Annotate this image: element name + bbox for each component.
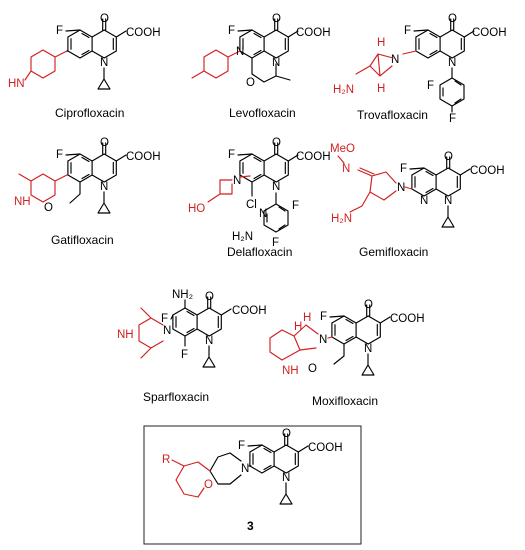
oxo-label: O <box>282 428 291 440</box>
cooh-label: COOH <box>126 151 161 163</box>
oxo-label: O <box>364 299 373 311</box>
n1-label: N <box>272 57 280 69</box>
ciprofloxacin-structure: O COOH F N HN Ciprofloxacin <box>8 13 161 120</box>
oxo-label: O <box>100 137 109 149</box>
methoxy-label: O <box>308 363 317 375</box>
oxo-label: O <box>205 291 214 303</box>
naphthyridine-n-label: N <box>420 195 428 207</box>
fluoro-label: F <box>56 25 63 37</box>
cooh-label: COOH <box>308 442 343 454</box>
gatifloxacin-name: Gatifloxacin <box>51 233 114 247</box>
sparfloxacin-name: Sparfloxacin <box>143 390 209 404</box>
fluoro-label: F <box>320 311 327 323</box>
oxo-label: O <box>272 13 281 25</box>
oxane-o-label: O <box>204 479 213 491</box>
n1-label: N <box>282 472 290 484</box>
para-fluoro-label: F <box>449 113 456 125</box>
delafloxacin-structure: O COOH F N Cl N F F H₂N N HO Delafloxaci… <box>188 137 331 259</box>
trovafloxacin-structure: O COOH F N F F N H₂N H H Trovafloxacin <box>333 13 507 125</box>
compound-3-structure: O COOH F N N R O 3 <box>162 428 343 533</box>
trovafloxacin-name: Trovafloxacin <box>357 108 428 122</box>
azabicyclo-n-label: N <box>391 54 399 66</box>
oxo-label: O <box>448 13 457 25</box>
piperazine-hn-label: HN <box>8 78 25 90</box>
piperazine-nh-label: NH <box>14 196 31 208</box>
fluoro-label: F <box>228 149 235 161</box>
pyridine-fluoro-label: F <box>272 237 279 249</box>
fluoro-label: F <box>400 163 407 175</box>
fluoro-label: F <box>404 25 411 37</box>
pyridine-fluoro-label: F <box>292 200 299 212</box>
bicyclic-n-label: N <box>319 334 327 346</box>
gemifloxacin-structure: O COOH F N N N N MeO H₂N Gemifloxacin <box>330 143 505 259</box>
piperazine-n-label: N <box>236 46 244 58</box>
oxo-label: O <box>100 13 109 25</box>
amino-label: H₂N <box>333 84 354 96</box>
cooh-label: COOH <box>296 27 331 39</box>
ortho-fluoro-label: F <box>427 80 434 92</box>
r-group-label: R <box>162 454 170 466</box>
moxifloxacin-name: Moxifloxacin <box>312 394 378 408</box>
compound-3-name: 3 <box>247 519 254 533</box>
n1-label: N <box>100 181 108 193</box>
ring-oxygen-label: O <box>246 77 255 89</box>
cooh-label: COOH <box>470 165 505 177</box>
methoxy-oxime-label: MeO <box>330 143 355 155</box>
azetidine-n-label: N <box>233 175 241 187</box>
cooh-label: COOH <box>232 305 267 317</box>
pyridine-n-label: N <box>259 208 267 220</box>
fluoro-label: F <box>56 149 63 161</box>
compound-3-box <box>143 425 362 545</box>
n1-label: N <box>100 57 108 69</box>
amino-label: NH₂ <box>172 289 193 301</box>
c8-fluoro-label: F <box>181 349 188 361</box>
sparfloxacin-structure: O COOH NH₂ F N F N NH Sparfloxacin <box>117 289 267 404</box>
fluoro-label: F <box>161 313 168 325</box>
oxo-label: O <box>444 151 453 163</box>
methoxy-label: O <box>44 202 53 214</box>
n1-label: N <box>364 343 372 355</box>
piperidine-n-label: N <box>241 463 249 475</box>
levofloxacin-structure: O COOH F N O N Levofloxacin <box>191 13 331 120</box>
moxifloxacin-structure: O COOH F N O N NH H H Moxifloxacin <box>269 299 425 408</box>
fluoro-label: F <box>238 440 245 452</box>
pyrrolidine-n-label: N <box>397 182 405 194</box>
bridge-h-label: H <box>377 83 385 95</box>
cooh-label: COOH <box>390 313 425 325</box>
chloro-label: Cl <box>246 199 257 211</box>
gemifloxacin-name: Gemifloxacin <box>359 245 428 259</box>
ring-fusion-h-label: H <box>303 312 311 324</box>
aminomethyl-label: H₂N <box>331 213 352 225</box>
n1-label: N <box>205 335 213 347</box>
n1-label: N <box>444 195 452 207</box>
cooh-label: COOH <box>472 27 507 39</box>
bicyclic-nh-label: NH <box>282 365 299 377</box>
fluoro-label: F <box>228 25 235 37</box>
hydroxy-label: HO <box>188 203 205 215</box>
n1-label: N <box>448 57 456 69</box>
piperazine-nh-label: NH <box>117 329 134 341</box>
ring-fusion-h-label: H <box>294 321 302 333</box>
cooh-label: COOH <box>296 151 331 163</box>
delafloxacin-name: Delafloxacin <box>227 245 292 259</box>
n1-label: N <box>272 181 280 193</box>
oxo-label: O <box>272 137 281 149</box>
gatifloxacin-structure: O COOH F N O NH Gatifloxacin <box>14 137 161 247</box>
levofloxacin-name: Levofloxacin <box>229 106 296 120</box>
cooh-label: COOH <box>126 27 161 39</box>
bridge-h-label: H <box>377 37 385 49</box>
piperazine-n-label: N <box>163 325 171 337</box>
ciprofloxacin-name: Ciprofloxacin <box>55 106 124 120</box>
oxime-n-label: N <box>342 163 350 175</box>
amino-label: H₂N <box>232 231 253 243</box>
